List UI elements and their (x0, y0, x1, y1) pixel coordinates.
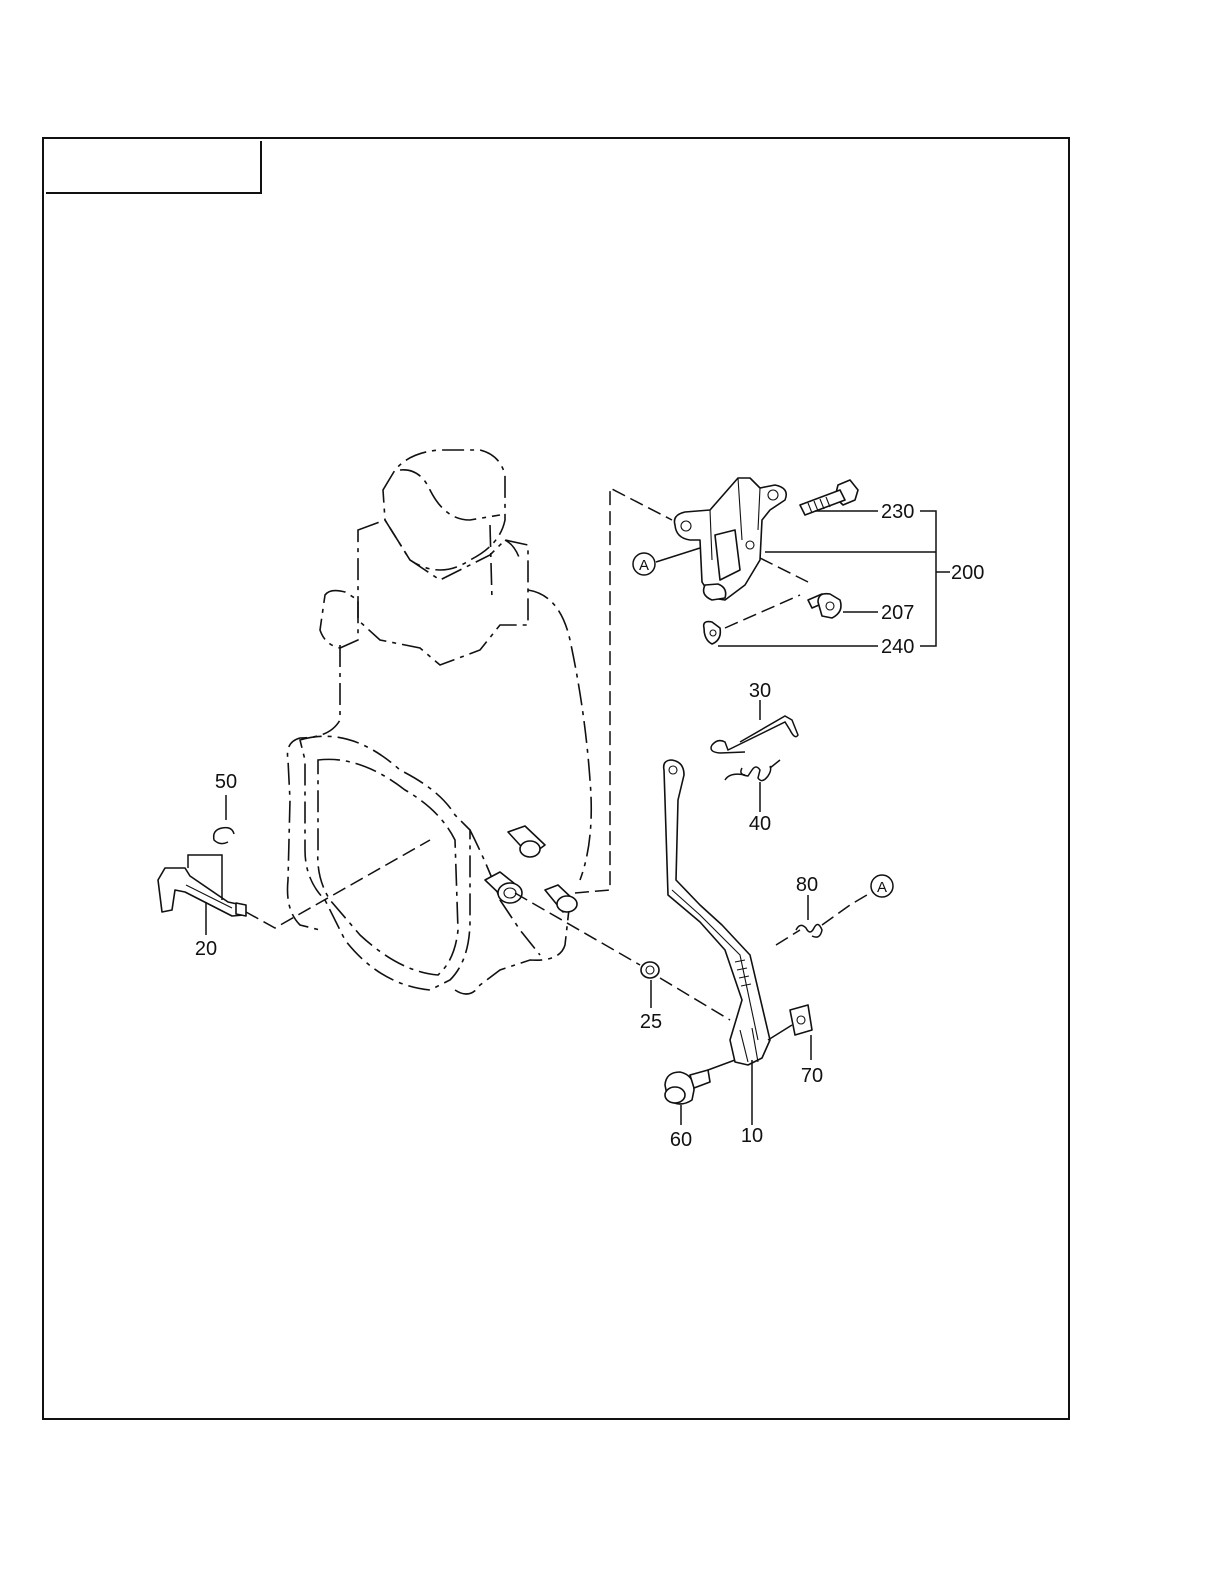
callout-10: 10 (741, 1125, 763, 1147)
callout-20: 20 (195, 938, 217, 960)
reference-mark-a-bracket: A (633, 553, 655, 575)
spring-30 (711, 716, 798, 753)
spring-40 (725, 760, 780, 781)
title-block-box (46, 141, 261, 193)
callout-30: 30 (749, 680, 771, 702)
dashed-guide-240 (725, 595, 800, 628)
bolt-60 (665, 1070, 710, 1104)
callout-200: 200 (951, 562, 984, 584)
clip-240 (704, 622, 721, 644)
callout-60: 60 (670, 1129, 692, 1151)
dashed-guide-207 (760, 558, 808, 582)
engine-block-phantom (288, 450, 592, 994)
governor-lever (664, 760, 770, 1065)
callout-230: 230 (881, 501, 914, 523)
svg-text:A: A (639, 557, 649, 574)
callout-240: 240 (881, 636, 914, 658)
speed-control-bracket (674, 478, 786, 600)
spring-80 (776, 892, 872, 945)
callout-50: 50 (215, 771, 237, 793)
dashed-guide-shaft (246, 840, 430, 928)
nut-70 (790, 1005, 812, 1035)
drawing-frame (43, 138, 1069, 1419)
callout-40: 40 (749, 813, 771, 835)
bolt-230 (800, 480, 858, 515)
callout-207: 207 (881, 602, 914, 624)
clip-50 (214, 828, 234, 844)
reference-mark-a-spring: A (871, 875, 893, 897)
leader-nut-70 (768, 1025, 792, 1040)
callout-80: 80 (796, 874, 818, 896)
governor-shaft-20 (158, 868, 246, 916)
callout-70: 70 (801, 1065, 823, 1087)
svg-text:A: A (877, 879, 887, 896)
dashed-guide-bracket (575, 488, 672, 893)
bolt-207 (808, 594, 841, 618)
leader-bolt-60 (708, 1060, 735, 1070)
washer-25 (641, 962, 659, 978)
crankcase-bosses (485, 826, 577, 912)
callout-25: 25 (640, 1011, 662, 1033)
